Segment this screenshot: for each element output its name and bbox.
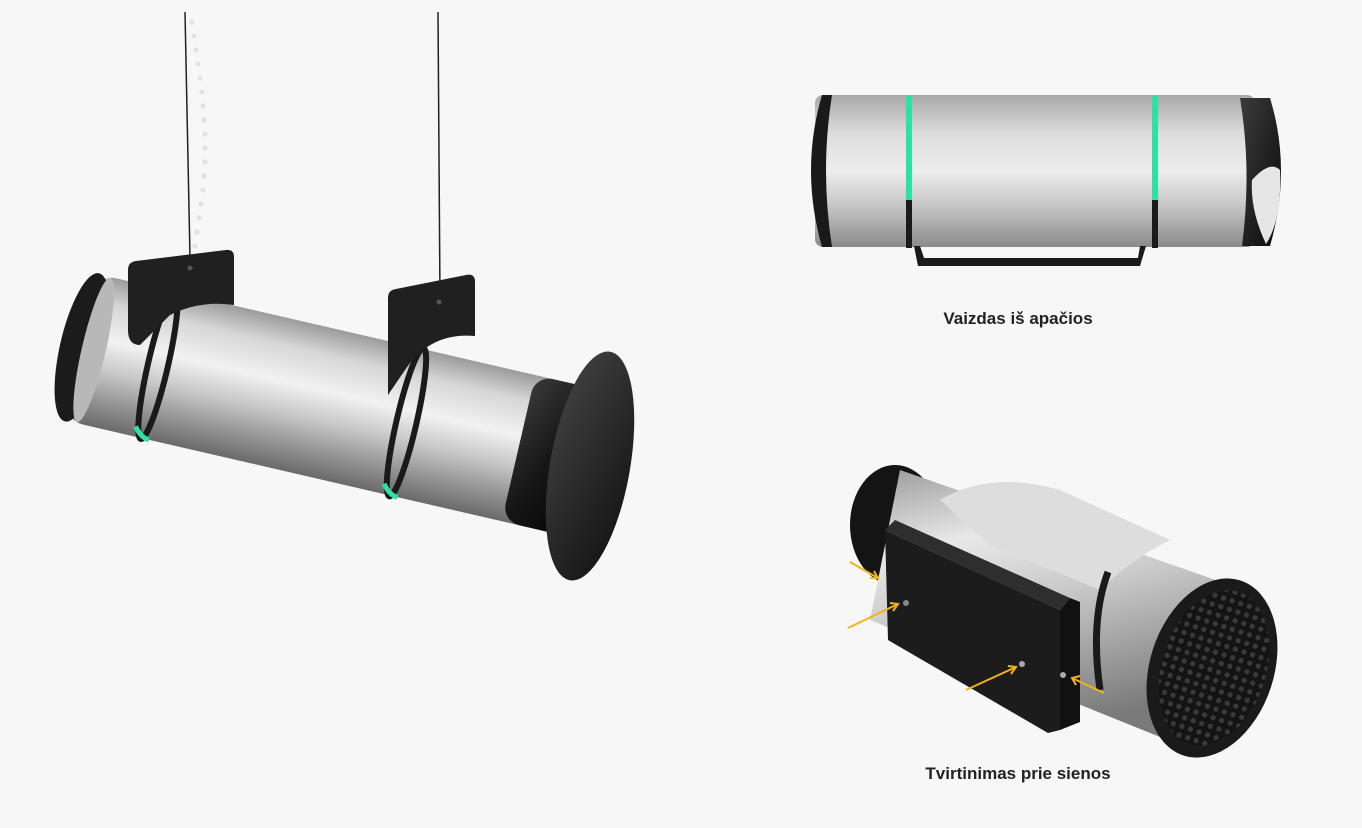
wall-mount-back-cap	[850, 465, 940, 585]
wall-mount-box	[885, 530, 1060, 733]
purifier-body	[67, 277, 600, 533]
outlet-disc	[545, 351, 635, 581]
wall-mount-grille-rim	[1146, 578, 1278, 758]
led-strip-right	[381, 482, 399, 500]
suspension-wire-left	[184, 11, 191, 259]
wall-mount-grille	[1158, 590, 1270, 746]
wall-mount-body	[870, 470, 1230, 745]
suspension-wire-right	[437, 11, 441, 301]
arrow-icon	[847, 561, 1105, 694]
bottom-view-left-cap	[811, 95, 832, 247]
wall-mount-band	[1092, 570, 1112, 691]
bottom-view-body	[815, 95, 1255, 247]
hanging-plate-left	[128, 249, 234, 345]
led-strip-left	[133, 425, 150, 443]
hanging-purifier-illustration	[54, 11, 635, 581]
screw-hole-3	[1060, 672, 1066, 678]
screw-hole-1	[903, 600, 909, 606]
bottom-view-led-left	[906, 96, 912, 200]
bottom-view-outlet	[1240, 98, 1281, 246]
dotted-wire	[189, 19, 208, 249]
bottom-view-led-right	[1152, 96, 1158, 200]
screw-hole-2	[1019, 661, 1025, 667]
caption-bottom-view: Vaizdas iš apačios	[943, 309, 1093, 328]
hanging-plate-right	[388, 274, 475, 395]
caption-wall-mount: Tvirtinimas prie sienos	[925, 764, 1111, 783]
bottom-view-rail	[914, 246, 1146, 266]
